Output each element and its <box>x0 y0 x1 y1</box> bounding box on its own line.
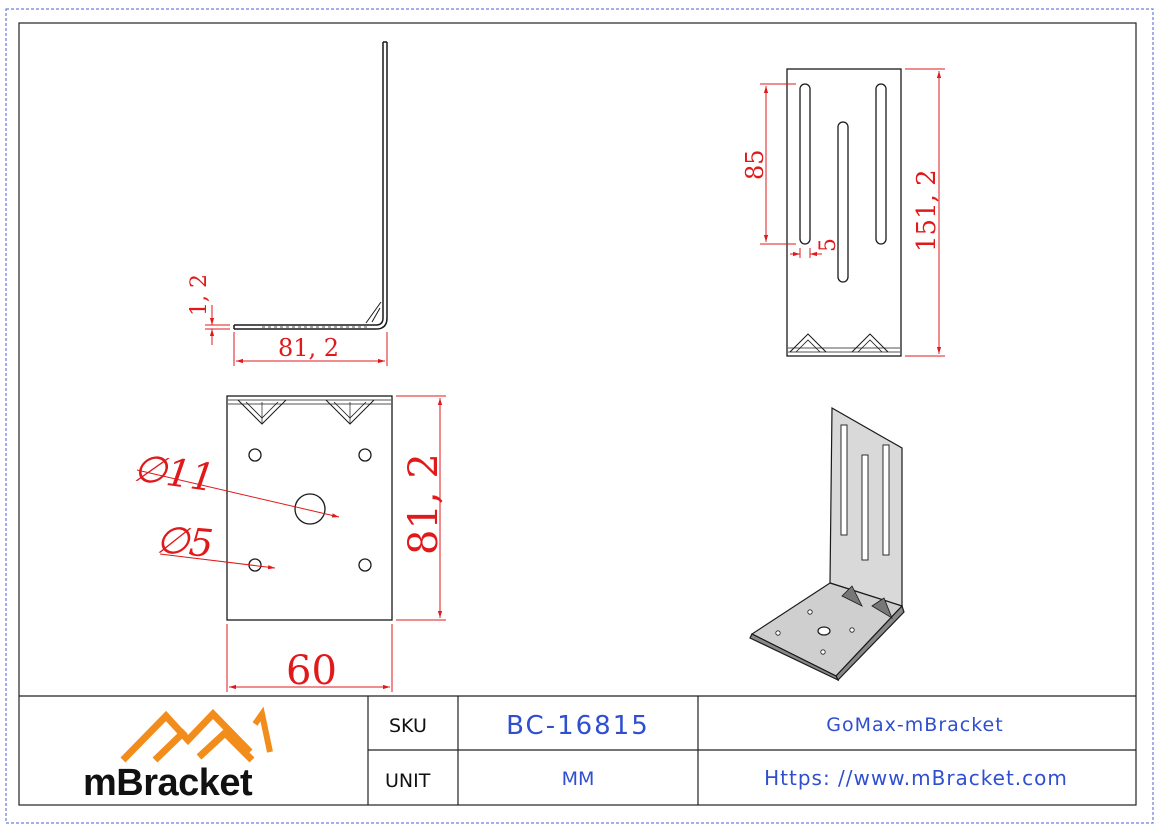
dim-thickness: 1, 2 <box>187 274 212 316</box>
hole-small-bottom-right <box>358 558 372 572</box>
unit-value: MM <box>562 768 595 790</box>
front-view-dimensions <box>760 68 945 357</box>
side-view-dimensions <box>205 305 388 366</box>
slot-middle <box>837 121 849 283</box>
brand-name: GoMax-mBracket <box>826 714 1003 736</box>
dim-height: 151, 2 <box>912 169 942 252</box>
dim-base-width: 60 <box>286 648 337 694</box>
dim-small-hole: ∅5 <box>154 517 215 566</box>
logo-text: mBracket <box>83 762 253 804</box>
front-view <box>786 68 902 357</box>
isometric-view <box>749 406 905 682</box>
dim-base-depth: 81, 2 <box>401 453 447 555</box>
logo: mBracket <box>83 706 273 804</box>
base-view <box>226 395 393 621</box>
dim-slot-length: 85 <box>741 149 769 180</box>
outer-border <box>5 8 1154 824</box>
hole-small-top-right <box>358 448 372 462</box>
side-view <box>233 41 388 330</box>
dim-slot-width: 5 <box>816 238 841 252</box>
dim-large-hole: ∅11 <box>131 445 218 500</box>
sku-value: BC-16815 <box>506 711 650 741</box>
roof-icon <box>120 706 273 763</box>
base-view-dimensions <box>136 395 446 692</box>
hole-small-top-left <box>248 448 262 462</box>
website-url[interactable]: Https: //www.mBracket.com <box>764 766 1068 790</box>
slot-left <box>799 83 811 245</box>
hole-large-center <box>294 493 326 525</box>
title-block-grid <box>19 695 1136 805</box>
dim-side-length: 81, 2 <box>278 334 339 362</box>
unit-label: UNIT <box>385 770 431 792</box>
sku-label: SKU <box>389 715 427 737</box>
slot-right <box>875 83 887 245</box>
inner-frame <box>18 22 1137 806</box>
